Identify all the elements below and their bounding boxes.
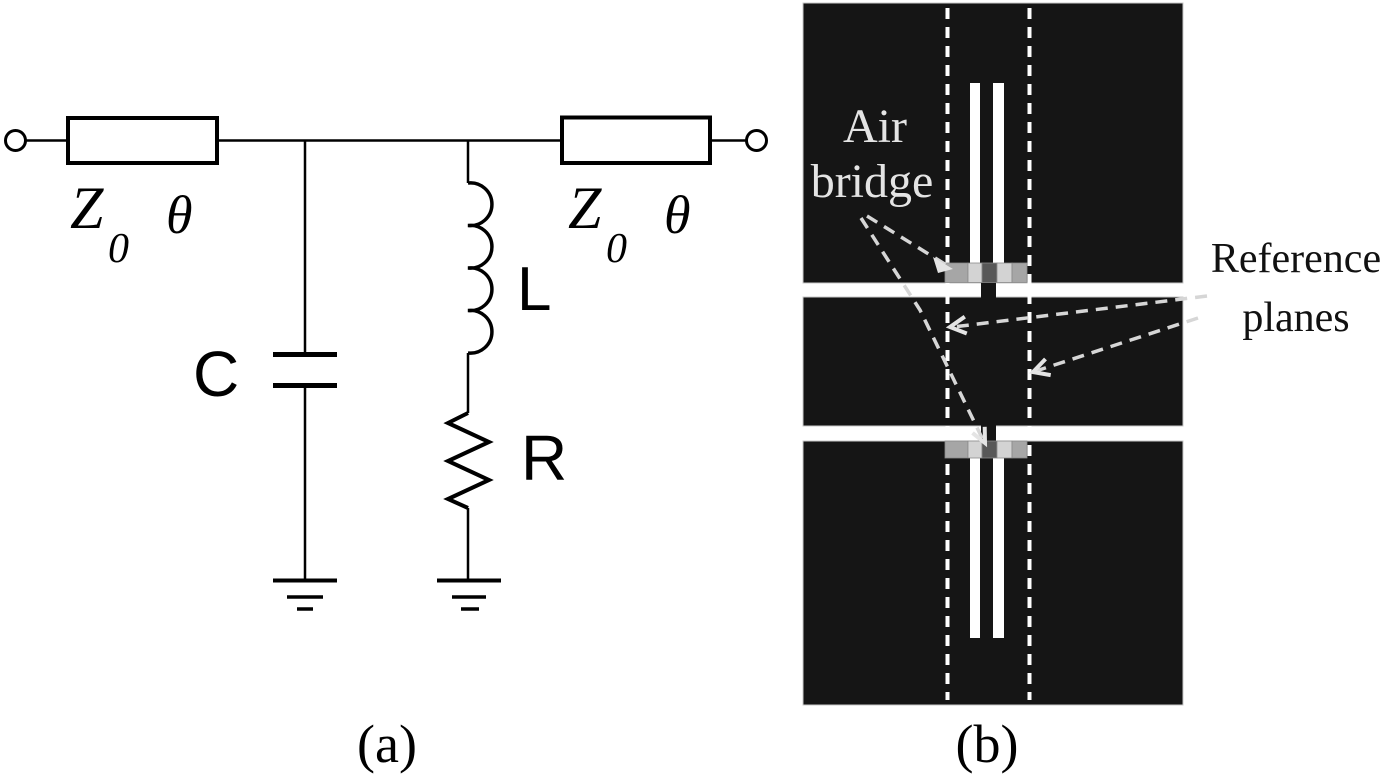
- reference-planes-label-line1: Reference: [1211, 236, 1381, 282]
- port-terminal-left: [4, 129, 27, 152]
- cpw-slot-top-right: [993, 83, 1004, 263]
- panel-b-labels: Air bridge Reference planes: [811, 100, 1381, 341]
- inductor-symbol: [467, 181, 494, 355]
- air-bridge-top: [944, 262, 1028, 283]
- ground-symbol-right: [437, 578, 501, 611]
- tl-left-theta-label: θ: [166, 185, 193, 245]
- cpw-slot-bottom-right: [993, 458, 1004, 638]
- capacitor-symbol: [273, 352, 337, 388]
- cpw-block-middle: [802, 296, 1184, 427]
- annotation-arrowheads: [933, 257, 1052, 448]
- annotation-arrows: [859, 214, 1208, 441]
- air-bridge-top-seg3: [981, 262, 998, 283]
- cpw-slot-bottom-left: [970, 458, 980, 638]
- air-bridge-top-seg1: [944, 262, 969, 283]
- tl-left-impedance-subscript: 0: [108, 226, 129, 272]
- port-terminal-right: [745, 129, 768, 152]
- arrowhead-air-bridge-bottom: [971, 426, 988, 448]
- air-bridge-top-seg4: [996, 262, 1013, 283]
- center-conductor-gap-top: [981, 278, 996, 300]
- air-bridge-bottom-seg1: [944, 440, 969, 459]
- arrowhead-reference-left: [945, 315, 968, 336]
- transmission-line-box-right: [560, 115, 712, 165]
- cpw-slot-top-left: [970, 83, 980, 263]
- reference-planes-arrow-left: [952, 294, 1208, 329]
- air-bridge-top-seg2: [967, 262, 983, 283]
- reference-planes-arrow-right: [1035, 316, 1199, 373]
- cpw-center-conductor-crossings: [981, 278, 996, 444]
- air-bridge-arrow-lower: [859, 217, 985, 441]
- air-bridge-top-seg5: [1011, 262, 1028, 283]
- tl-right-impedance-label: Z: [568, 175, 602, 241]
- inductor-label: L: [517, 255, 551, 324]
- reference-planes-label-line2: planes: [1242, 295, 1349, 341]
- arrowhead-air-bridge-top: [933, 257, 953, 273]
- tl-left-impedance-label: Z: [70, 175, 104, 241]
- cpw-slots: [970, 83, 1004, 638]
- caption-panel-a: (a): [357, 714, 417, 774]
- caption-panel-b: (b): [956, 714, 1019, 774]
- reference-plane-lines: [945, 8, 1032, 700]
- capacitor-label: C: [193, 338, 239, 410]
- air-bridge-bottom-seg5: [1011, 440, 1028, 459]
- resistor-label: R: [521, 422, 567, 494]
- air-bridge-label-line2: bridge: [811, 155, 934, 208]
- resistor-symbol: [443, 411, 494, 510]
- air-bridge-arrow-upper: [866, 214, 949, 268]
- panel-a-circuit: [4, 115, 768, 611]
- tl-right-theta-label: θ: [664, 185, 691, 245]
- tl-right-impedance-subscript: 0: [606, 226, 627, 272]
- air-bridge-bottom-seg4: [996, 440, 1013, 459]
- captions: (a) (b): [357, 714, 1018, 774]
- air-bridge-bottom-seg2: [967, 440, 983, 459]
- panel-a-labels: Z 0 θ Z 0 θ C L R: [70, 175, 691, 494]
- air-bridge-label-line1: Air: [843, 100, 907, 153]
- arrowhead-reference-right: [1028, 357, 1052, 378]
- ground-symbol-left: [273, 578, 337, 611]
- transmission-line-box-left: [66, 116, 219, 165]
- air-bridge-bottom: [944, 440, 1028, 459]
